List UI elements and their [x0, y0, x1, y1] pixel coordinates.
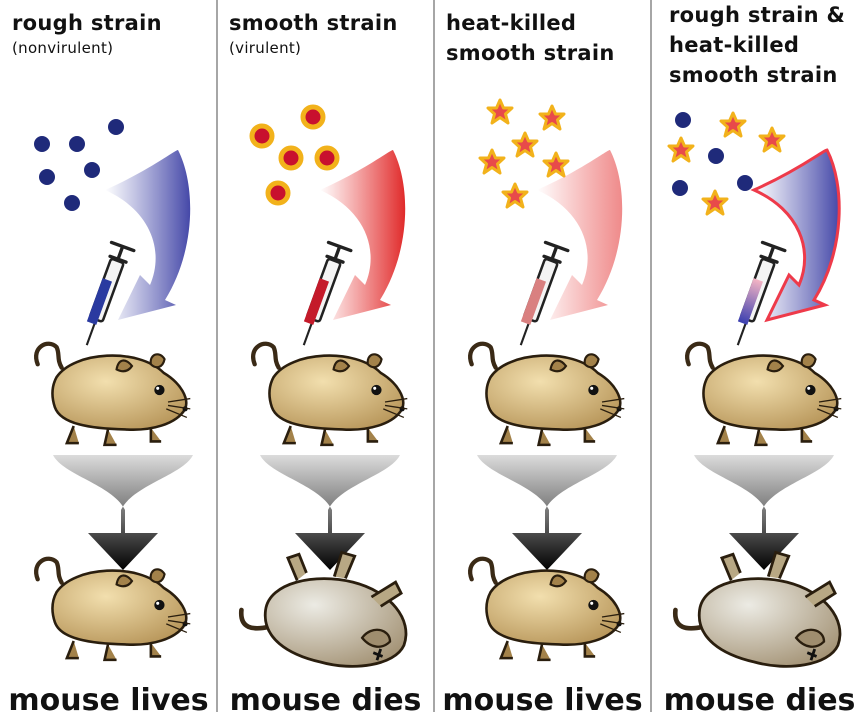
outcome-label: mouse dies — [217, 683, 434, 718]
title-line: smooth strain — [446, 38, 615, 68]
outcome-label: mouse dies — [651, 683, 868, 718]
panel-2: smooth strain (virulent) mouse dies — [217, 0, 434, 712]
title-line: rough strain & — [669, 0, 845, 30]
panel-title: smooth strain (virulent) — [229, 8, 398, 58]
title-line: heat-killed — [446, 8, 615, 38]
outcome-label: mouse lives — [434, 683, 651, 718]
panel-3: heat-killed smooth strain mouse lives — [434, 0, 651, 712]
title-line: rough strain — [12, 11, 162, 35]
panel-4: rough strain & heat-killed smooth strain… — [651, 0, 868, 712]
panel-title: rough strain & heat-killed smooth strain — [669, 0, 845, 90]
panel-subtitle: (nonvirulent) — [12, 38, 162, 58]
panel-title: heat-killed smooth strain — [446, 8, 615, 68]
panel-subtitle: (virulent) — [229, 38, 398, 58]
title-line: smooth strain — [229, 11, 398, 35]
title-line: heat-killed — [669, 30, 845, 60]
panel-1: rough strain (nonvirulent) mouse lives — [0, 0, 217, 712]
title-line: smooth strain — [669, 60, 845, 90]
outcome-label: mouse lives — [0, 683, 217, 718]
panel-title: rough strain (nonvirulent) — [12, 8, 162, 58]
